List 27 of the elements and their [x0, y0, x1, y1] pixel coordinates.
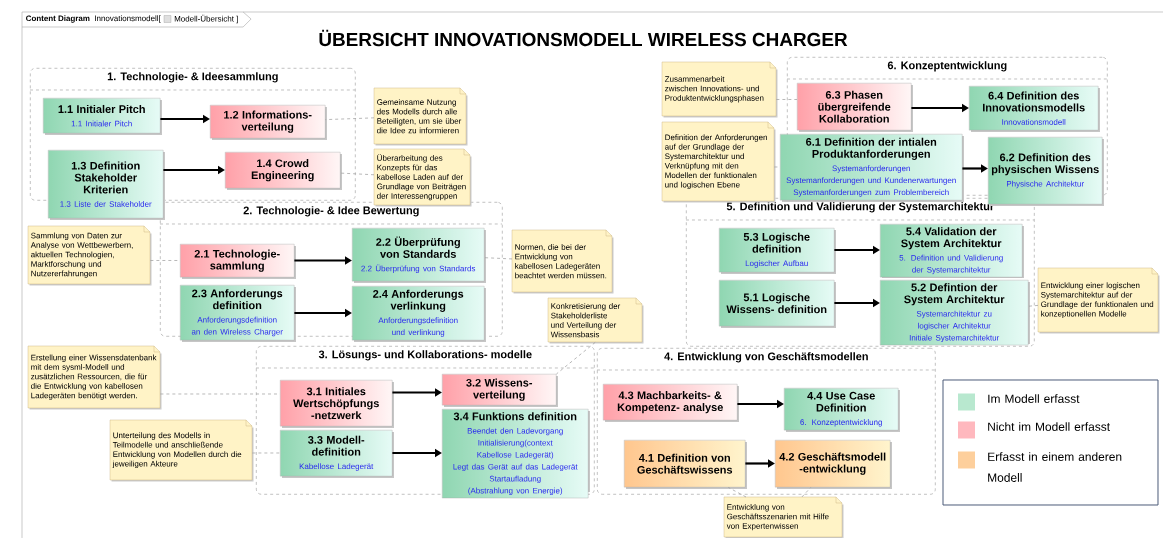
process-box: 3.1 Initiales Wertschöpfungs -netzwerk — [280, 380, 394, 428]
legend-label: Erfasst in einem anderen Modell — [988, 452, 1122, 482]
process-box: 4.2 Geschäftsmodell -entwicklung — [775, 440, 892, 489]
note-connector — [556, 342, 596, 375]
note-connector — [484, 257, 513, 260]
process-box: 1.4 Crowd Engineering — [225, 152, 342, 190]
note-connector — [1028, 305, 1039, 307]
legend-label: Nicht im Modell erfasst — [988, 422, 1110, 431]
note-connector — [325, 117, 375, 120]
note-connector — [801, 487, 812, 498]
arrow — [962, 164, 988, 173]
process-box: 4.3 Machbarkeits- & Kompetenz- analyse — [603, 384, 739, 422]
legend-label: Im Modell erfasst — [988, 394, 1080, 403]
arrow — [294, 256, 352, 265]
process-box: 5.1 Logische Wissens- definition — [719, 280, 836, 328]
note-connector — [776, 99, 798, 100]
process-box: 2.1 Technologie- sammlung — [180, 244, 296, 279]
arrow — [392, 388, 442, 397]
note-connector — [252, 452, 281, 454]
title: ÜBERSICHT INNOVATIONSMODELL WIRELESS CHARGER — [319, 29, 848, 47]
process-box: 4.1 Definition von Geschäftswissens — [624, 440, 747, 489]
arrow — [745, 459, 775, 468]
process-box: 6.3 Phasen übergreifende Kollaboration — [797, 83, 913, 132]
note-connector — [727, 487, 747, 498]
note-connector — [340, 172, 375, 176]
process-box: 1.2 Informations- verteilung — [210, 105, 327, 140]
process-box: 3.2 Wissens- verteilung — [442, 374, 558, 407]
